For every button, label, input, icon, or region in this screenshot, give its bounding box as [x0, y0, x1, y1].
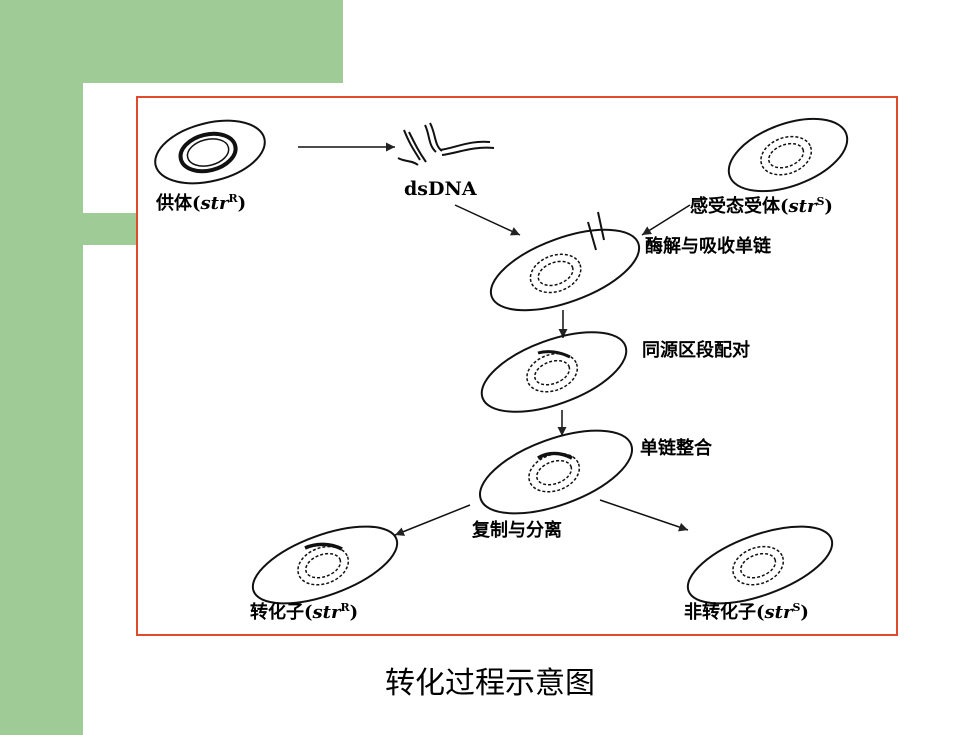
green-decor-left [0, 83, 83, 735]
step1-label: 酶解与吸收单链 [645, 236, 771, 257]
step4-label: 复制与分离 [472, 520, 562, 541]
green-decor-bar [83, 213, 138, 245]
step1-cell [489, 228, 641, 312]
single-strand-entering [587, 211, 605, 251]
caption: 转化过程示意图 [385, 666, 595, 701]
transformant-label: 转化子(strR) [250, 601, 359, 623]
step3-cell [478, 429, 634, 515]
recipient-cell [727, 117, 849, 193]
step3-label: 单链整合 [640, 438, 712, 459]
diagram-frame [136, 96, 898, 636]
rounded-corner [83, 83, 143, 143]
step2-label: 同源区段配对 [642, 340, 750, 361]
recipient-label: 感受态受体(strS) [690, 195, 833, 217]
arrow-step3-transformant [394, 504, 471, 536]
arrow-recipient-step1 [641, 204, 691, 236]
transformant-resistance-strand [304, 542, 343, 551]
donor-label: 供体(strR) [156, 192, 247, 214]
paired-strand [537, 350, 571, 359]
green-decor-top [0, 0, 343, 83]
dsdna-fragments [397, 122, 495, 166]
arrow-step3-nontransformant [599, 499, 689, 532]
nontransformant-label: 非转化子(strS) [684, 601, 809, 623]
arrow-dsdna-step1 [454, 204, 521, 236]
transformant-cell [251, 525, 399, 605]
integrated-strand [537, 451, 573, 460]
nontransformant-cell [686, 525, 834, 605]
step2-cell [480, 331, 628, 413]
donor-cell [154, 119, 266, 185]
dsdna-label: dsDNA [404, 178, 477, 200]
